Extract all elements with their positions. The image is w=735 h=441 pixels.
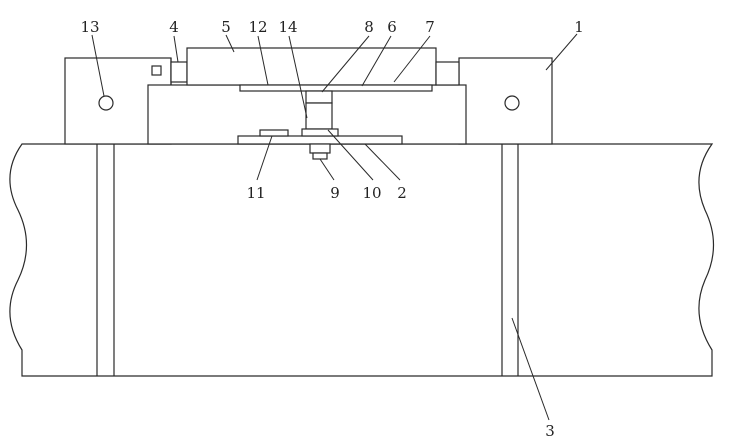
upper-plate (239, 84, 433, 92)
fastener-9 (309, 143, 331, 160)
label-3: 3 (545, 422, 555, 440)
label-14: 14 (278, 18, 297, 36)
connector-4 (170, 61, 188, 83)
label-12: 12 (248, 18, 267, 36)
label-8: 8 (364, 18, 374, 36)
main-body (9, 143, 714, 377)
label-6: 6 (387, 18, 397, 36)
left-bolt-hole (98, 95, 114, 111)
label-1: 1 (574, 18, 584, 36)
callout-labels: 13 4 5 12 14 8 6 7 1 11 9 10 2 3 (80, 18, 583, 440)
shaft-block-8 (305, 90, 333, 130)
leader-lines (91, 33, 578, 421)
right-support-block (458, 57, 553, 145)
label-13: 13 (80, 18, 99, 36)
vertical-strip-left (96, 144, 115, 376)
right-bolt-hole (504, 95, 520, 111)
label-9: 9 (330, 184, 340, 202)
label-7: 7 (425, 18, 435, 36)
top-housing-5 (186, 47, 460, 86)
label-2: 2 (397, 184, 407, 202)
label-5: 5 (221, 18, 231, 36)
vertical-strip-right (501, 144, 519, 376)
label-4: 4 (169, 18, 179, 36)
label-11: 11 (246, 184, 265, 202)
label-10: 10 (362, 184, 381, 202)
